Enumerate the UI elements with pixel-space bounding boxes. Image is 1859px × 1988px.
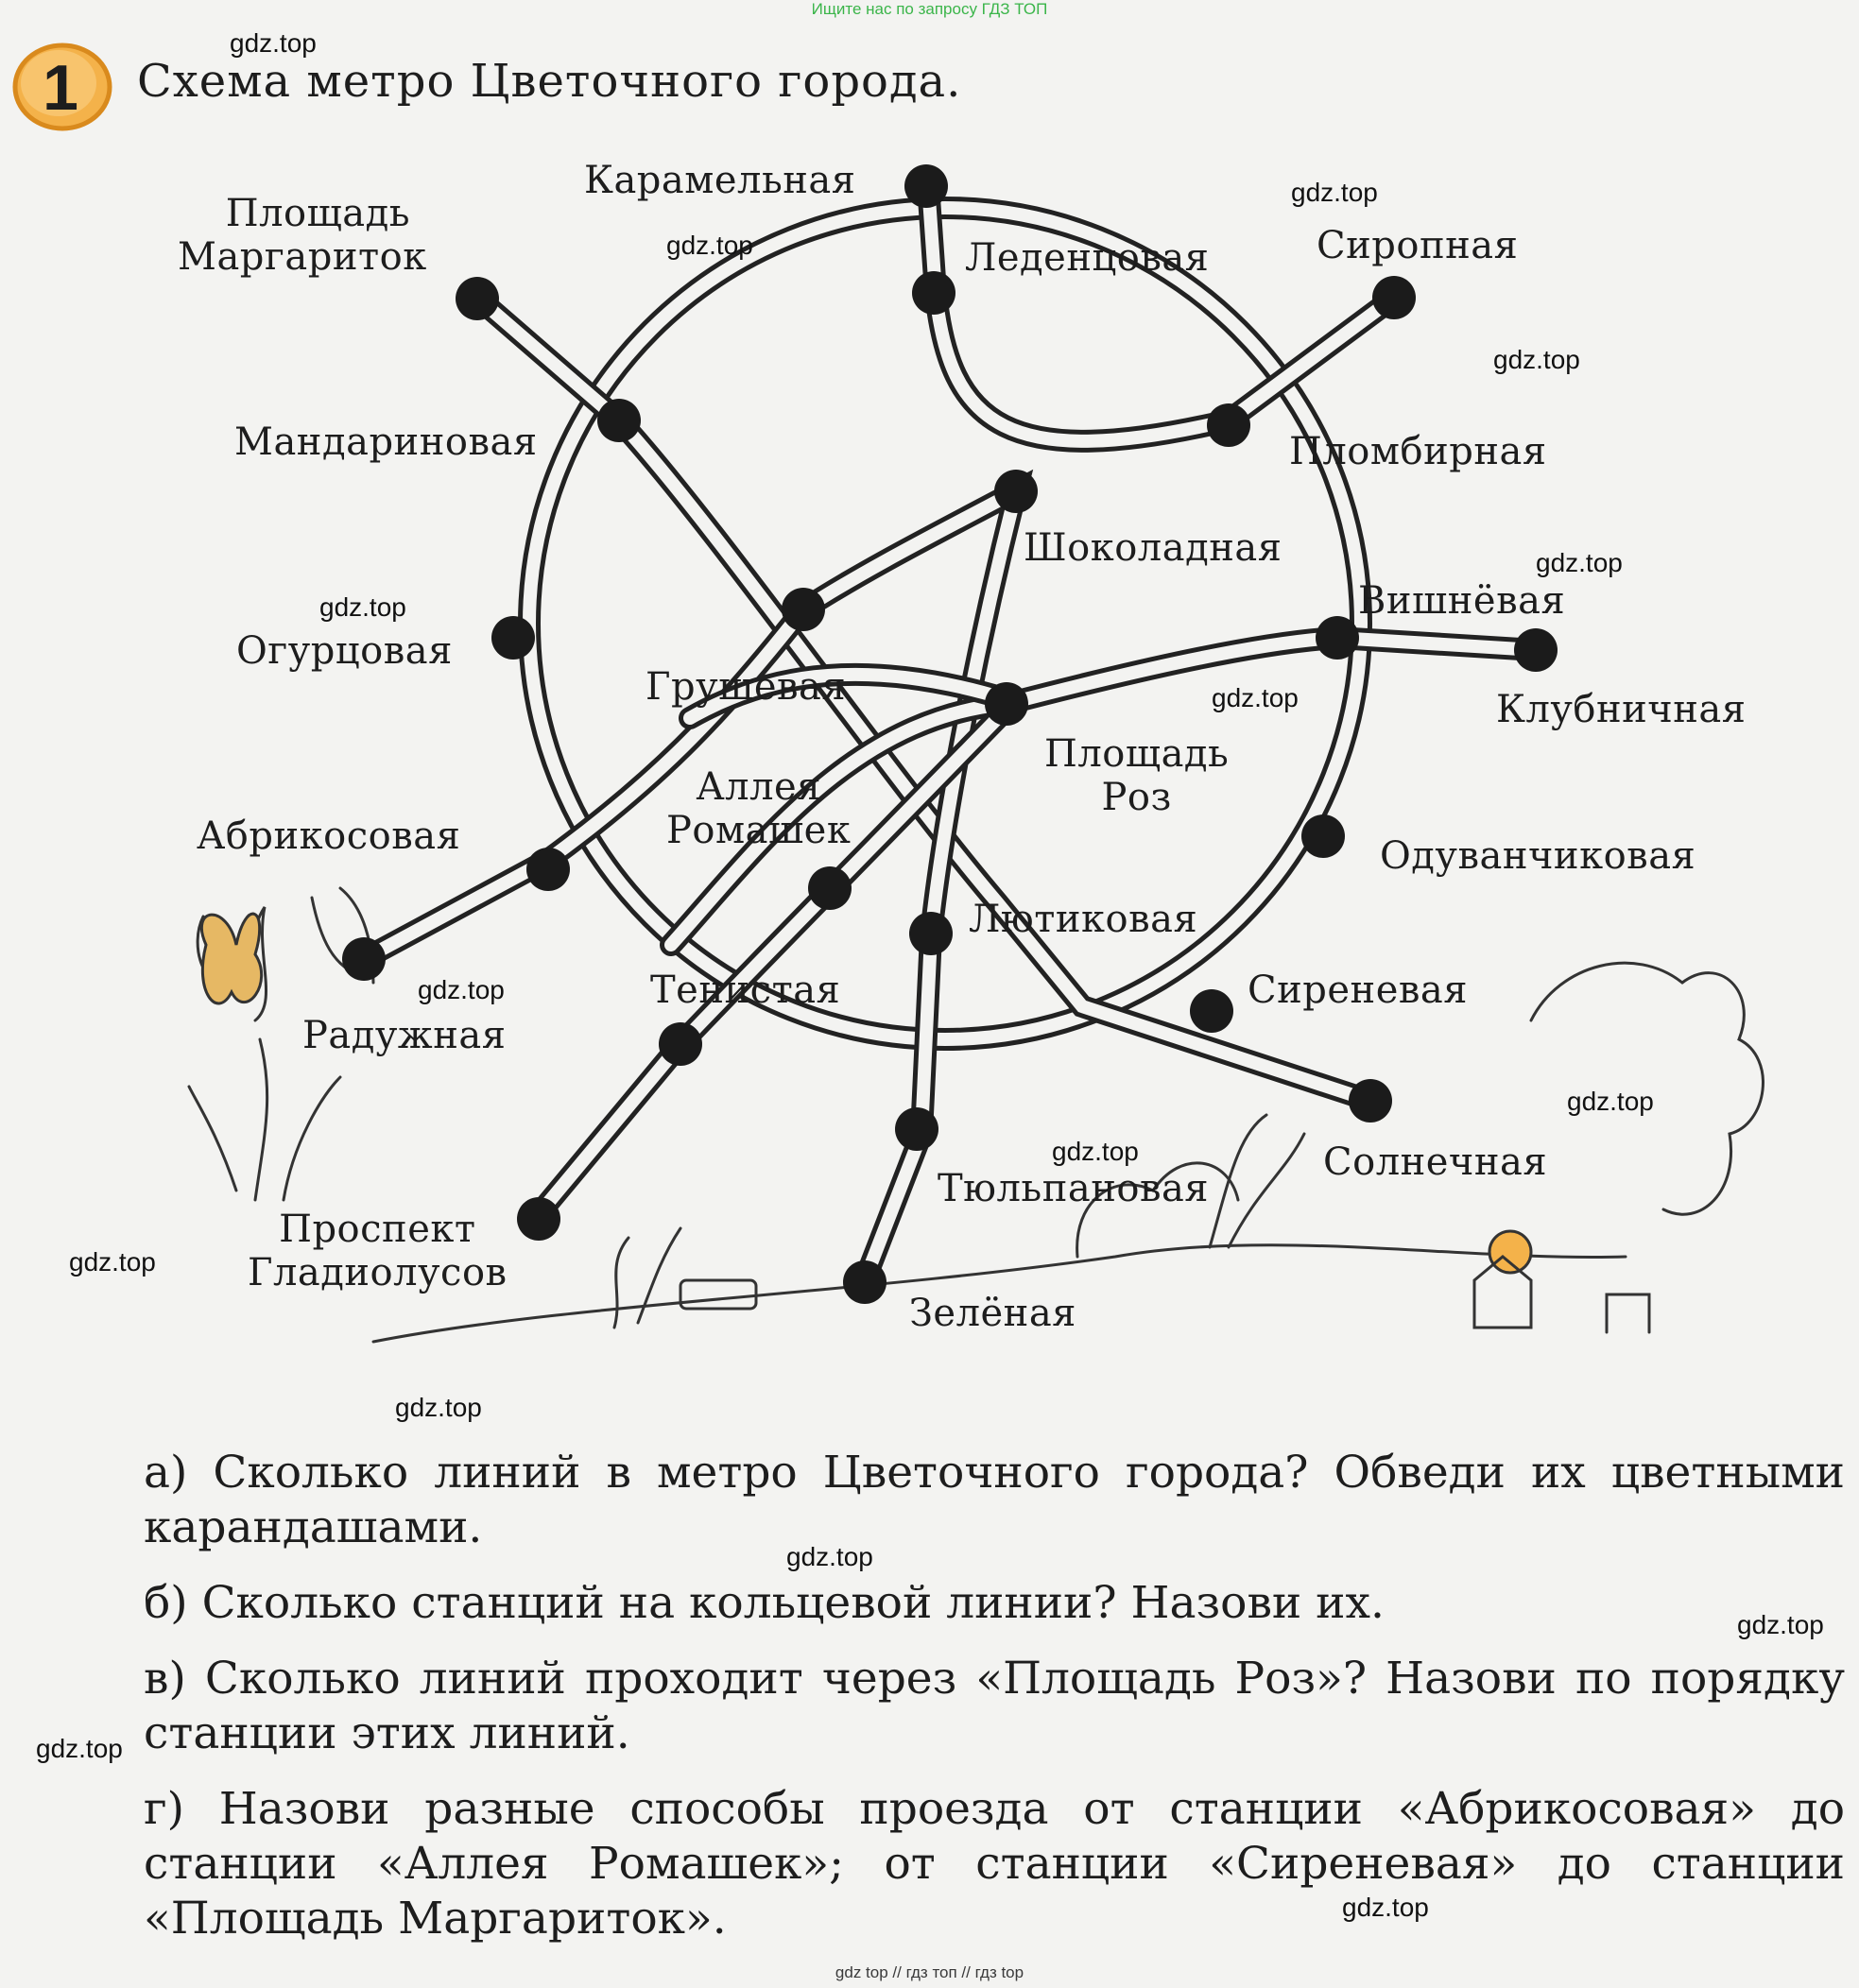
watermark: gdz.top [1536, 548, 1623, 577]
station-dot-plombirnaya [1207, 403, 1250, 447]
task-title: Схема метро Цветочного города. [137, 55, 962, 108]
watermark: gdz.top [1737, 1610, 1824, 1639]
station-label-ploshchad-margaritok: Площадь Маргариток [178, 192, 427, 279]
station-dot-abrikosovaya [526, 848, 570, 891]
station-dot-shokoladnaya [994, 470, 1038, 513]
station-label-raduzhnaya: Радужная [302, 1014, 507, 1057]
station-label-ledentsovaya: Леденцовая [965, 236, 1210, 280]
question-a: а) Сколько линий в метро Цветочного горо… [144, 1447, 1845, 1553]
station-dot-tyulpanovaya [895, 1107, 938, 1151]
station-dot-siropnaya [1372, 276, 1416, 319]
station-dot-mandarinovaya [597, 399, 641, 442]
butterfly-drawing [199, 912, 264, 1005]
station-label-line: Роз [1101, 776, 1172, 819]
watermark: gdz.top [36, 1734, 123, 1763]
task-number: 1 [43, 52, 78, 124]
watermark: gdz.top [666, 231, 753, 260]
station-label-vishnevaya: Вишнёвая [1358, 579, 1566, 623]
station-label-zelenaya: Зелёная [909, 1292, 1076, 1335]
station-label-line: Площадь [1044, 732, 1230, 776]
station-dot-karamelnaya [904, 164, 948, 208]
station-label-mandarinovaya: Мандариновая [234, 420, 538, 464]
station-dot-margaritok [456, 277, 499, 320]
watermark: gdz.top [418, 975, 505, 1004]
watermark: gdz.top [1567, 1087, 1654, 1116]
station-dot-ploshchad-roz [985, 682, 1028, 726]
metro-map [187, 164, 1764, 1344]
station-label-lyutikovaya: Лютиковая [969, 898, 1198, 941]
station-dot-klubnichnaya [1514, 628, 1558, 672]
top-banner[interactable]: Ищите нас по запросу ГДЗ ТОП [811, 0, 1048, 18]
station-label-siropnaya: Сиропная [1317, 224, 1519, 267]
station-dot-grushevaya [782, 588, 825, 631]
station-dot-raduzhnaya [342, 937, 386, 981]
watermark: gdz.top [1342, 1893, 1429, 1922]
station-dot-tenistaya [659, 1022, 702, 1066]
line-karamelnaya-siropnaya [917, 173, 1405, 453]
station-label-prospekt-gladiolusov: Проспект Гладиолусов [248, 1208, 508, 1294]
watermark: gdz.top [1052, 1137, 1139, 1166]
task-number-badge: 1 [12, 43, 112, 131]
station-label-sirenevaya: Сиреневая [1248, 968, 1468, 1012]
station-label-alleya-romashek: Аллея Ромашек [666, 765, 851, 852]
station-dot-ledentsovaya [912, 271, 955, 315]
line-ploshchad-roz-connector [679, 662, 1018, 729]
questions-block: а) Сколько линий в метро Цветочного горо… [144, 1446, 1845, 1967]
bottom-banner[interactable]: gdz top // гдз топ // гдз top [835, 1963, 1024, 1981]
station-label-grushevaya: Грушевая [645, 665, 847, 709]
station-dot-alleya-romashek [808, 866, 852, 910]
watermark: gdz.top [1493, 345, 1580, 374]
watermark: gdz.top [786, 1542, 873, 1571]
watermark: gdz.top [1291, 178, 1378, 207]
station-label-tyulpanovaya: Тюльпановая [938, 1167, 1210, 1210]
station-label-ogurtsovaya: Огурцовая [236, 629, 453, 673]
station-label-line: Площадь [225, 192, 411, 235]
line-raduzhnaya-grushevaya [353, 598, 815, 970]
station-dot-gladiolusov [517, 1197, 560, 1241]
station-label-shokoladnaya: Шоколадная [1024, 526, 1282, 570]
station-label-abrikosovaya: Абрикосовая [197, 814, 461, 858]
metro-stations [342, 164, 1558, 1304]
station-dot-oduvanchikovaya [1301, 814, 1345, 858]
watermark: gdz.top [69, 1247, 156, 1277]
station-label-line: Ромашек [666, 809, 852, 852]
station-dot-solnechnaya [1349, 1079, 1392, 1123]
station-label-tenistaya: Тенистая [650, 968, 841, 1012]
station-dot-ogurtsovaya [491, 616, 535, 660]
line-margaritok-solnechnaya [466, 286, 1382, 1112]
watermark: gdz.top [395, 1393, 482, 1422]
watermark: gdz.top [230, 28, 317, 58]
station-label-solnechnaya: Солнечная [1323, 1140, 1548, 1184]
station-dot-vishnevaya [1316, 616, 1359, 660]
station-label-line: Гладиолусов [248, 1251, 508, 1294]
line-shokoladnaya-zelenaya [792, 469, 1034, 1292]
question-b: б) Сколько станций на кольцевой линии? Н… [144, 1577, 1385, 1629]
station-dot-lyutikovaya [909, 912, 953, 955]
question-c: в) Сколько линий проходит через «Площадь… [144, 1653, 1845, 1759]
station-label-line: Проспект [279, 1208, 476, 1251]
station-label-klubnichnaya: Клубничная [1496, 688, 1747, 731]
station-label-line: Маргариток [178, 235, 427, 279]
station-label-oduvanchikovaya: Одуванчиковая [1380, 834, 1696, 878]
station-label-line: Аллея [696, 765, 821, 809]
question-d: г) Назови разные способы проезда от стан… [144, 1783, 1845, 1945]
station-dot-sirenevaya [1190, 989, 1233, 1033]
watermark: gdz.top [1212, 683, 1299, 712]
station-label-karamelnaya: Карамельная [584, 159, 856, 202]
station-label-ploshchad-roz: Площадь Роз [1044, 732, 1229, 819]
station-dot-zelenaya [843, 1260, 886, 1304]
station-label-plombirnaya: Пломбирная [1289, 430, 1547, 473]
watermark: gdz.top [319, 592, 406, 622]
